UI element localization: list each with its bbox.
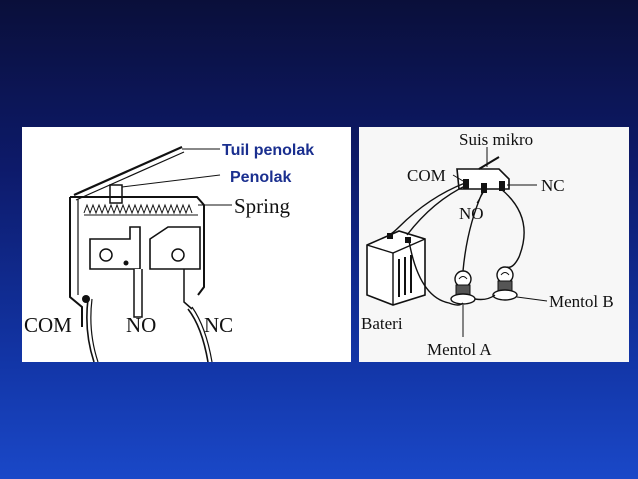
label-tuil-penolak: Tuil penolak: [222, 142, 314, 159]
leader-com: [452, 174, 464, 182]
label-switch-com: COM: [407, 166, 446, 185]
circuit-drawing: Suis mikro COM NC NO Bateri Mentol A Men…: [361, 130, 614, 359]
micro-switch-internal-diagram: Tuil penolak Penolak Spring COM NO NC: [22, 127, 351, 362]
bulb-b: [492, 266, 518, 301]
no-terminal-pin: [133, 269, 143, 318]
com-terminal-dot: [123, 260, 129, 266]
lever-arm-edge: [75, 151, 185, 201]
micro-switch: [456, 156, 510, 193]
label-suis-mikro: Suis mikro: [459, 130, 533, 149]
micro-switch-circuit-diagram: Suis mikro COM NC NO Bateri Mentol A Men…: [359, 127, 629, 362]
label-spring: Spring: [234, 194, 291, 218]
label-bateri: Bateri: [361, 314, 403, 333]
nc-wire: [187, 308, 209, 362]
label-com: COM: [24, 313, 72, 337]
housing-left-wall: [69, 197, 83, 327]
label-mentol-a: Mentol A: [427, 340, 492, 359]
label-no: NO: [126, 313, 156, 337]
switch-internal-drawing: Tuil penolak Penolak Spring COM NO NC: [24, 142, 314, 362]
com-terminal-block: [89, 226, 141, 270]
bulb-a: [450, 270, 476, 305]
nc-terminal-hole: [171, 248, 185, 262]
com-wire-edge: [90, 298, 99, 362]
label-mentol-b: Mentol B: [549, 292, 614, 311]
leader-no: [476, 192, 484, 204]
com-solder-point: [82, 295, 90, 303]
com-wire: [86, 298, 95, 362]
com-terminal-hole: [99, 248, 113, 262]
leader-penolak: [121, 174, 221, 188]
label-switch-nc: NC: [541, 176, 565, 195]
leader-mentol-b: [516, 296, 548, 302]
label-switch-no: NO: [459, 204, 484, 223]
nc-wire-edge: [191, 306, 213, 362]
nc-terminal-block: [149, 226, 201, 270]
nc-terminal-pin: [183, 269, 193, 310]
lever-arm: [73, 145, 183, 197]
spring-coils: [83, 203, 198, 216]
label-penolak: Penolak: [230, 169, 291, 186]
plunger: [109, 184, 123, 204]
label-nc: NC: [204, 313, 233, 337]
